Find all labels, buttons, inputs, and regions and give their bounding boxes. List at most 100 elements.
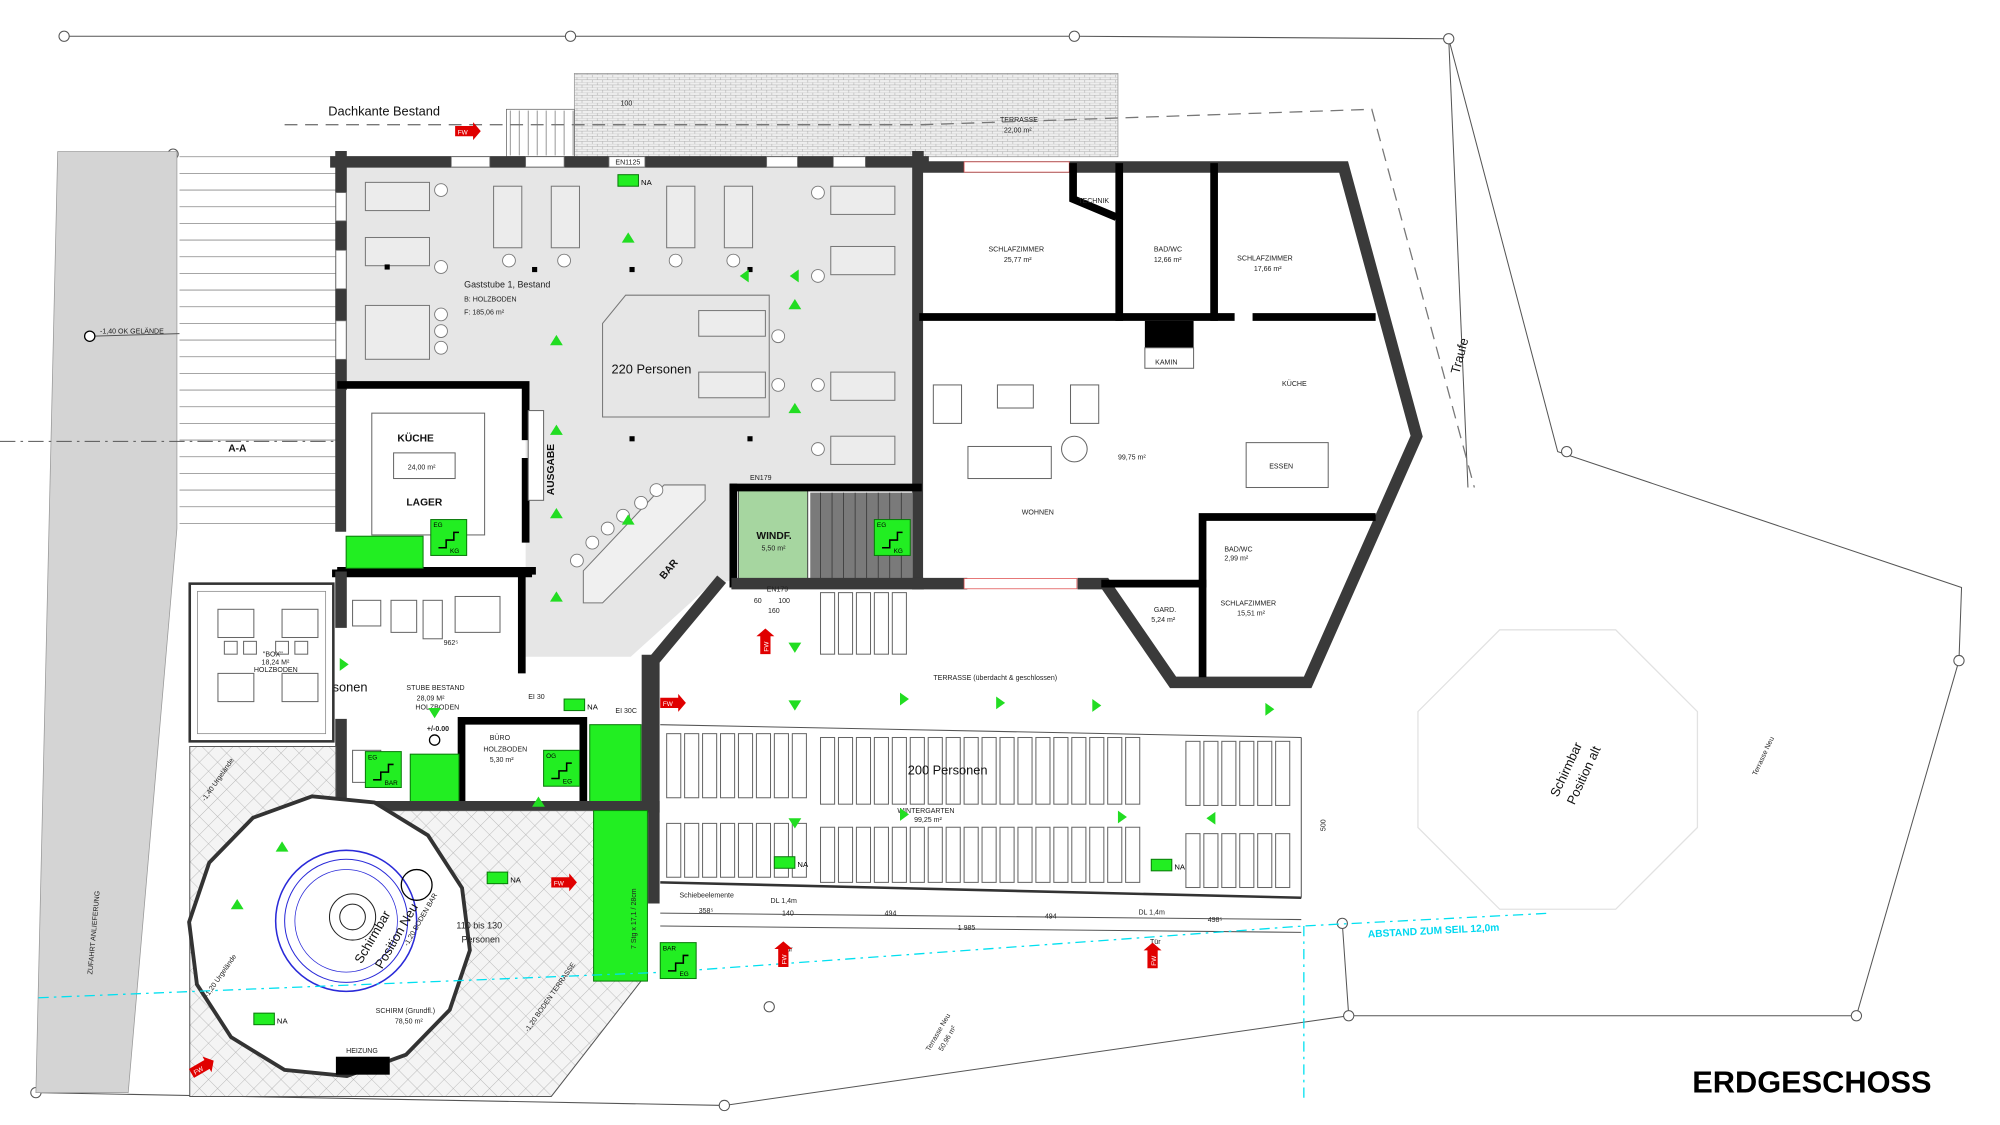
schirm-capacity: 110 bis 130	[456, 921, 502, 931]
table	[454, 595, 501, 633]
sign-top: EG	[433, 522, 442, 529]
chair	[811, 185, 825, 200]
sign-top: EG	[877, 522, 886, 529]
dim-100: 100	[778, 598, 790, 605]
outdoor-steps	[179, 156, 336, 524]
escape-arrow-icon	[532, 796, 545, 807]
table	[698, 371, 766, 399]
stair-stube	[409, 753, 460, 806]
dim-358: 358⁵	[699, 908, 714, 915]
exit-sign: NA	[486, 871, 522, 884]
windfang-area: 5,50 m²	[762, 545, 787, 552]
chair	[771, 378, 786, 392]
exit-sign: NA	[773, 856, 809, 869]
escape-arrow-icon	[788, 700, 802, 711]
na-label: NA	[587, 702, 599, 711]
sign-bottom: EG	[679, 971, 688, 978]
wohnen-name: WOHNEN	[1022, 509, 1054, 516]
chair	[771, 329, 786, 344]
table	[720, 733, 736, 799]
table	[1203, 833, 1219, 889]
table	[945, 826, 961, 883]
chair	[223, 640, 238, 655]
door-en179-1: EN179	[750, 475, 772, 482]
dl-1: DL 1,4m	[771, 898, 798, 905]
table	[873, 826, 889, 883]
table	[963, 736, 979, 805]
table	[1185, 833, 1201, 889]
terrasse-top-name: TERRASSE	[1000, 117, 1038, 124]
box-name: "BOX"	[263, 652, 283, 659]
fw-label: FW	[458, 129, 469, 136]
exit-icon	[563, 698, 586, 712]
table	[773, 733, 789, 799]
fw-label: FW	[554, 881, 565, 888]
dim-500: 500	[1321, 819, 1328, 831]
stairs-icon	[373, 763, 394, 781]
exit-icon	[617, 174, 639, 187]
table	[755, 733, 772, 799]
table	[1107, 736, 1123, 805]
chair	[434, 324, 448, 338]
escape-arrow-icon	[550, 334, 563, 346]
schlafzimmer-1-name: SCHLAFZIMMER	[988, 247, 1044, 254]
chair	[726, 253, 741, 268]
table	[1239, 740, 1255, 806]
escape-arrow-icon	[1092, 699, 1102, 712]
escape-arrow-icon	[621, 514, 635, 525]
fw-label: FW	[764, 641, 771, 652]
essen-label: ESSEN	[1269, 463, 1293, 470]
schirm-capacity-2: Personen	[462, 935, 500, 945]
table	[666, 185, 696, 249]
gard-name: GARD.	[1154, 607, 1176, 614]
chair	[811, 442, 825, 456]
table	[390, 599, 418, 633]
column	[384, 264, 390, 270]
column	[747, 436, 753, 442]
schlafzimmer-3-name: SCHLAFZIMMER	[1221, 600, 1277, 607]
dim-60: 60	[754, 598, 762, 605]
table	[422, 599, 443, 640]
table	[999, 826, 1015, 883]
door-en179-2: EN179	[767, 586, 789, 593]
table	[1035, 736, 1051, 805]
table	[281, 672, 319, 703]
sign-top: OG	[546, 753, 556, 760]
escape-arrow-icon	[230, 899, 244, 910]
fw-label: FW	[663, 701, 674, 708]
schiebe-label: Schiebeelemente	[679, 893, 734, 900]
table	[1107, 826, 1123, 883]
table	[281, 608, 319, 639]
roof-terrace	[573, 73, 1119, 158]
table	[1239, 833, 1255, 889]
bad-2-area: 2,99 m²	[1224, 556, 1249, 563]
escape-arrow-icon	[788, 642, 802, 653]
table	[855, 736, 872, 805]
entrance-stair	[509, 110, 574, 156]
table	[830, 185, 896, 215]
lager-label: LAGER	[406, 497, 442, 508]
table	[891, 736, 907, 805]
table	[830, 371, 896, 401]
na-label: NA	[1174, 863, 1186, 872]
fw-label: FW	[1151, 955, 1158, 966]
escape-arrow-icon	[900, 692, 909, 706]
dachkante-label: Dachkante Bestand	[328, 104, 440, 119]
table	[873, 736, 889, 805]
escape-route-arrows	[230, 232, 1275, 910]
sign-bottom: KG	[450, 548, 459, 555]
red-arrow-icon	[1143, 942, 1162, 969]
terrasse-neu-2: Terrasse Neu	[1752, 736, 1776, 777]
table	[1071, 736, 1087, 805]
column	[629, 436, 635, 442]
fw-marker: FW	[188, 1056, 214, 1078]
escape-arrow-icon	[996, 696, 1006, 710]
table	[830, 435, 896, 465]
stair-label: 7 Stg x 17,1 / 28cm	[631, 888, 638, 949]
door-en1125: EN1125	[615, 159, 640, 166]
stube-area: 28,09 M²	[417, 695, 445, 702]
na-label: NA	[641, 178, 653, 187]
abstand-label: ABSTAND ZUM SEIL 12,0m	[1368, 923, 1500, 941]
